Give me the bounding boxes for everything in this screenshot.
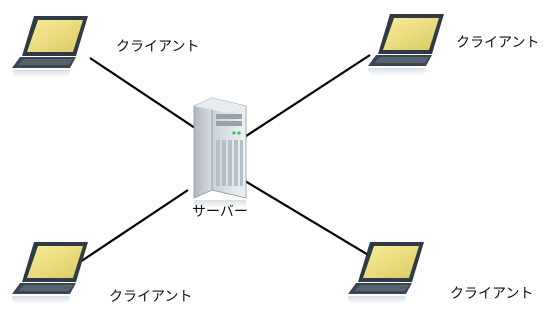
laptop-icon — [348, 242, 424, 304]
laptop-icon — [12, 16, 88, 78]
server-tower-icon — [193, 97, 247, 208]
connection-line-bottom-right — [239, 177, 381, 263]
client-label-top-left: クライアント — [116, 39, 200, 55]
connection-line-bottom-left — [79, 189, 189, 263]
client-label-bottom-left: クライアント — [109, 289, 193, 305]
server-label: サーバー — [192, 204, 248, 220]
client-label-bottom-right: クライアント — [450, 286, 534, 302]
connection-line-top-left — [89, 57, 196, 129]
connection-line-top-right — [239, 54, 371, 141]
connection-lines — [79, 54, 381, 263]
laptop-icon — [12, 242, 88, 304]
laptop-icon — [368, 14, 444, 76]
client-label-top-right: クライアント — [456, 35, 540, 51]
